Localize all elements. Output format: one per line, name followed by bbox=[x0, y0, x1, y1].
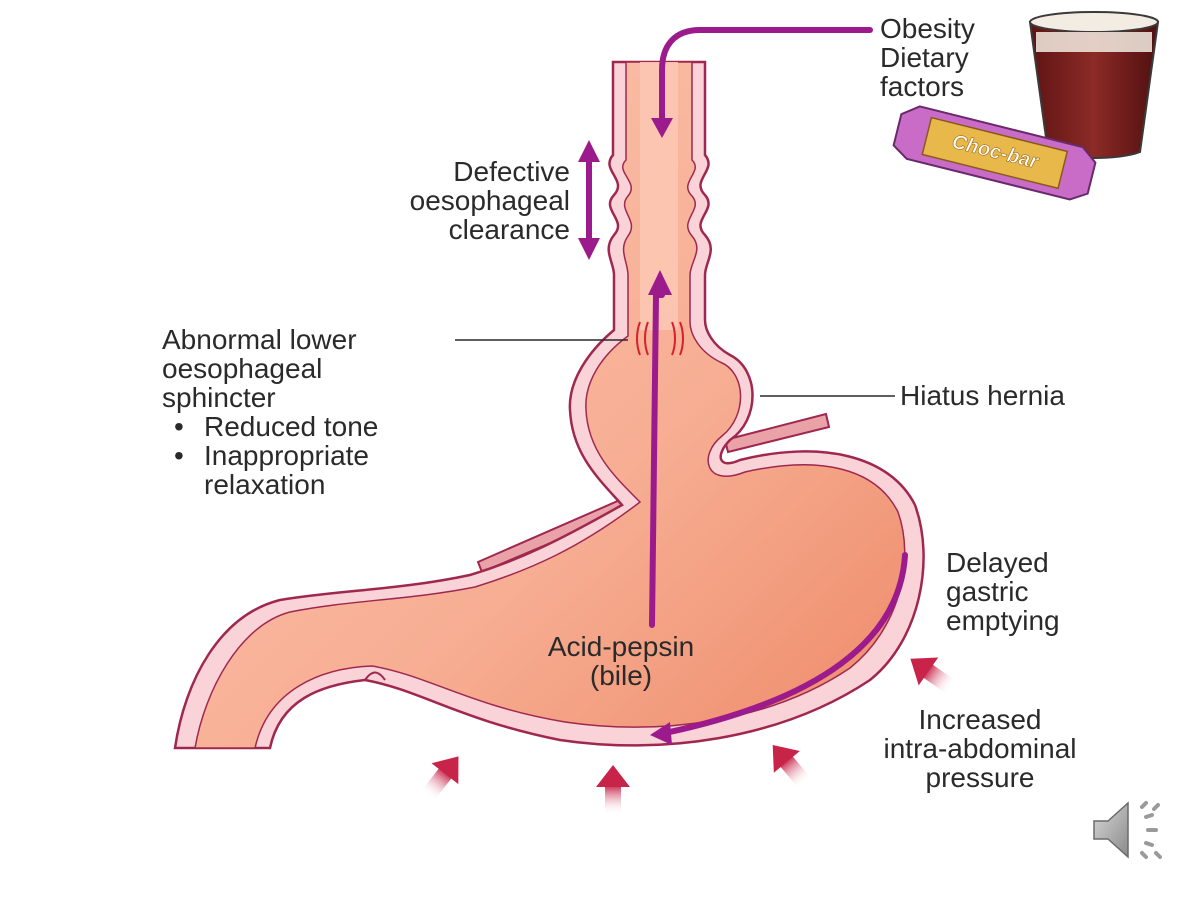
intake-arrowhead bbox=[651, 118, 673, 138]
drink-glass-icon bbox=[1028, 11, 1160, 159]
pressure-label: Increased intra-abdominal pressure bbox=[883, 704, 1077, 793]
stomach-lumen bbox=[194, 61, 906, 749]
delayed-label: Delayed gastric emptying bbox=[946, 547, 1060, 636]
clearance-label: Defective oesophageal clearance bbox=[409, 156, 570, 245]
bullet-inappropriate-relaxation: Inappropriate relaxation bbox=[162, 441, 378, 499]
acid-arrowhead bbox=[648, 270, 672, 295]
sphincter-bullets: Reduced tone Inappropriate relaxation bbox=[162, 412, 378, 499]
pressure-arrows bbox=[421, 657, 956, 815]
bullet-reduced-tone: Reduced tone bbox=[162, 412, 378, 441]
sphincter-marks bbox=[636, 321, 684, 356]
emptying-arrowhead bbox=[650, 722, 672, 745]
acid-label: Acid-pepsin (bile) bbox=[547, 631, 695, 691]
emptying-arrow bbox=[662, 552, 908, 736]
intake-arrow bbox=[659, 27, 873, 121]
reflux-arrows bbox=[578, 27, 908, 745]
hiatus-label: Hiatus hernia bbox=[900, 380, 1065, 411]
obesity-label: Obesity Dietary factors bbox=[880, 13, 975, 102]
speaker-icon[interactable] bbox=[1090, 795, 1170, 865]
sphincter-label: Abnormal lower oesophageal sphincter Red… bbox=[162, 325, 378, 499]
chocolate-bar-icon: Choc-bar bbox=[892, 105, 1097, 201]
diaphragm bbox=[476, 412, 831, 574]
